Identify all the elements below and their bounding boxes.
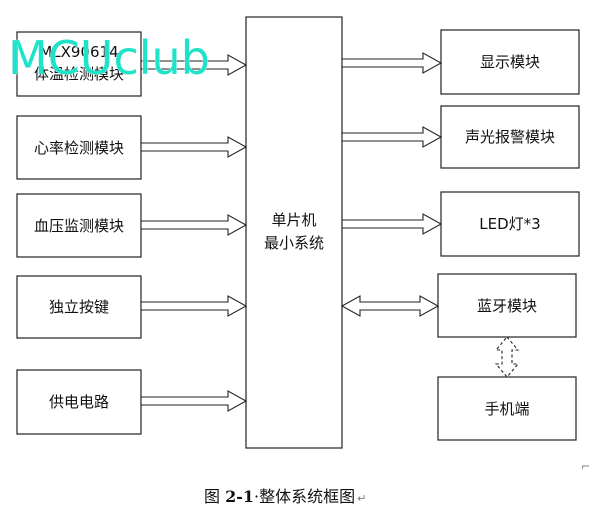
mcuclub-watermark: MCUclub	[8, 31, 210, 85]
corner-mark: ⌐	[581, 460, 590, 473]
caption-number: 2-1	[225, 487, 254, 506]
display-module-box: 显示模块	[440, 29, 580, 95]
keys-module-label: 独立按键	[49, 298, 109, 316]
temp-module-label-line2: 体温检测模块	[34, 65, 124, 83]
caption-dot: ·	[254, 487, 259, 506]
caption-title: 整体系统框图	[259, 487, 355, 506]
arrow-keys-to-mcu	[140, 295, 248, 317]
caption-paragraph-mark: ↵	[357, 492, 366, 505]
arrow-power-to-mcu	[140, 390, 248, 412]
figure-caption: 图 2-1·整体系统框图↵	[204, 487, 366, 506]
alarm-module-box: 声光报警模块	[440, 105, 580, 169]
arrow-mcu-to-display	[341, 52, 443, 74]
phone-module-box: 手机端	[437, 376, 577, 441]
mcu-label-line2: 最小系统	[264, 234, 324, 252]
bluetooth-module-box: 蓝牙模块	[437, 273, 577, 338]
caption-prefix: 图	[204, 487, 225, 506]
mcu-label-line1: 单片机	[271, 211, 316, 229]
power-module-label: 供电电路	[49, 393, 109, 411]
bluetooth-module-label: 蓝牙模块	[477, 297, 537, 315]
temp-module-label-line1: MLX90614	[39, 43, 118, 61]
power-module-box: 供电电路	[16, 369, 142, 435]
temp-module-box: MLX90614 体温检测模块	[16, 31, 142, 97]
led-module-box: LED灯*3	[440, 191, 580, 257]
blood-pressure-module-label: 血压监测模块	[34, 217, 124, 235]
heart-rate-module-box: 心率检测模块	[16, 115, 142, 180]
blood-pressure-module-box: 血压监测模块	[16, 193, 142, 258]
heart-rate-module-label: 心率检测模块	[34, 139, 124, 157]
arrow-bluetooth-phone-wireless	[494, 336, 520, 378]
phone-module-label: 手机端	[484, 400, 529, 418]
arrow-mcu-bluetooth-bidirectional	[340, 295, 440, 317]
led-module-label: LED灯*3	[479, 215, 540, 233]
arrow-mcu-to-led	[341, 213, 443, 235]
display-module-label: 显示模块	[480, 53, 540, 71]
alarm-module-label: 声光报警模块	[465, 128, 555, 146]
keys-module-box: 独立按键	[16, 275, 142, 339]
arrow-heart-to-mcu	[140, 136, 248, 158]
arrow-temp-to-mcu	[140, 54, 248, 76]
arrow-blood-to-mcu	[140, 214, 248, 236]
arrow-mcu-to-alarm	[341, 126, 443, 148]
mcu-box: 单片机 最小系统	[245, 16, 343, 449]
